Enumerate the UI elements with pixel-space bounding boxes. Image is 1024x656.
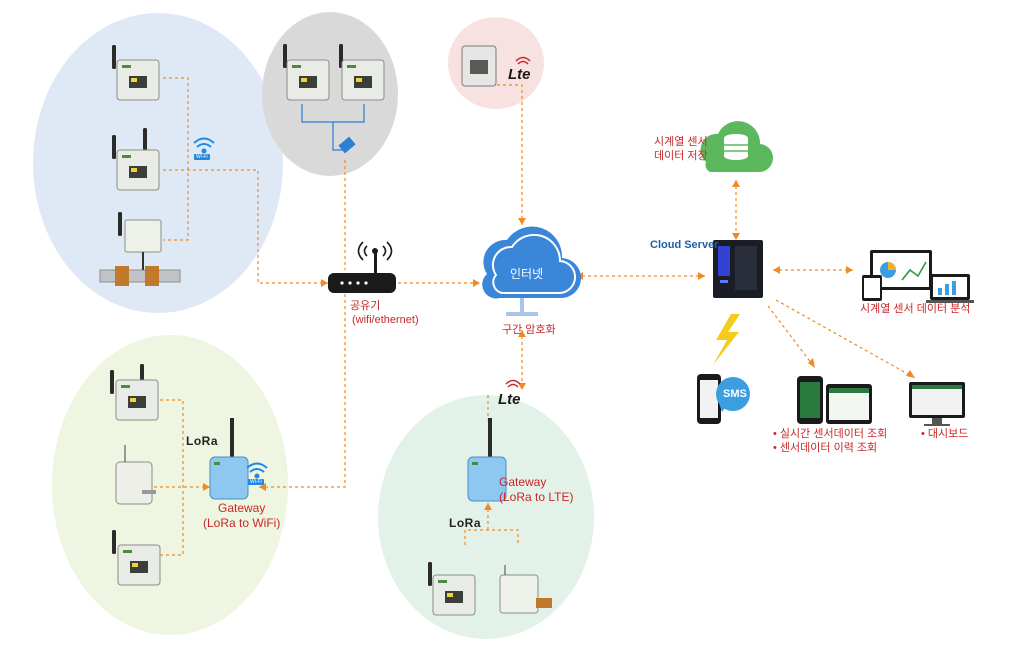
sms-phone <box>697 374 750 424</box>
ethernet-links <box>301 104 365 151</box>
database-cloud <box>700 121 774 173</box>
lora-wifi-zone <box>52 335 288 635</box>
mobile-feature-item: 실시간 센서데이터 조회 <box>773 427 887 441</box>
ethernet-sensor-2 <box>339 44 385 101</box>
wifi-tag: Wi-Fi <box>248 479 264 485</box>
analysis-devices <box>862 250 974 303</box>
cloud-server-label: Cloud Server <box>650 239 719 251</box>
lte-label: Lte <box>508 66 531 83</box>
lora-label: LoRa <box>449 516 481 530</box>
wifi-tag: Wi-Fi <box>194 154 210 160</box>
sms-label: SMS <box>723 388 747 400</box>
network-links <box>148 77 916 556</box>
wifi-sensor-1 <box>112 45 160 101</box>
gateway-wifi-device <box>209 418 249 500</box>
dashboard-list: 대시보드 <box>921 427 968 441</box>
lora-lte-sensor-2 <box>499 565 552 614</box>
lora-sensor-3 <box>112 530 161 586</box>
wifi-icon <box>246 462 268 479</box>
dashboard-label: 대시보드 <box>921 427 968 441</box>
mobile-feature-item: 센서데이터 이력 조회 <box>773 441 887 455</box>
router-device <box>328 241 396 293</box>
encryption-label: 구간 암호화 <box>502 324 556 336</box>
lora-label: LoRa <box>186 434 218 448</box>
ethernet-sensor-zone <box>262 12 398 176</box>
wifi-sensor-2 <box>112 128 160 191</box>
lte-sensor <box>461 45 497 87</box>
gateway-wifi-label: Gateway (LoRa to WiFi) <box>203 501 281 530</box>
internet-cloud <box>482 226 582 316</box>
ethernet-sensor-1 <box>283 44 330 101</box>
lte-label: Lte <box>498 391 521 408</box>
wifi-sensor-3 <box>99 212 181 286</box>
router-sublabel: (wifi/ethernet) <box>352 314 419 326</box>
mobile-devices <box>797 376 872 424</box>
timeseries-store-label: 시계열 센서 데이터 저장 <box>654 136 708 162</box>
lightning-icon <box>713 314 740 365</box>
mobile-features-list: 실시간 센서데이터 조회 센서데이터 이력 조회 <box>773 427 887 455</box>
dashboard-monitor <box>909 382 965 426</box>
router-label: 공유기 <box>350 300 381 312</box>
lora-sensor-2 <box>115 445 156 505</box>
lte-signal-icon <box>505 379 521 388</box>
lte-signal-icon <box>515 56 531 65</box>
ethernet-plug-icon <box>338 136 356 154</box>
internet-label: 인터넷 <box>510 267 544 281</box>
gateway-lte-label: Gateway (LoRa to LTE) <box>499 475 574 504</box>
lora-lte-sensor-1 <box>428 562 476 616</box>
cloud-server-device <box>713 240 763 298</box>
lora-sensor-1 <box>110 364 159 421</box>
gateway-lte-device <box>467 418 507 502</box>
wifi-icon <box>193 137 215 154</box>
timeseries-analysis-label: 시계열 센서 데이터 분석 <box>860 303 971 315</box>
lora-lte-zone <box>378 395 594 639</box>
arrowheads <box>203 180 915 510</box>
